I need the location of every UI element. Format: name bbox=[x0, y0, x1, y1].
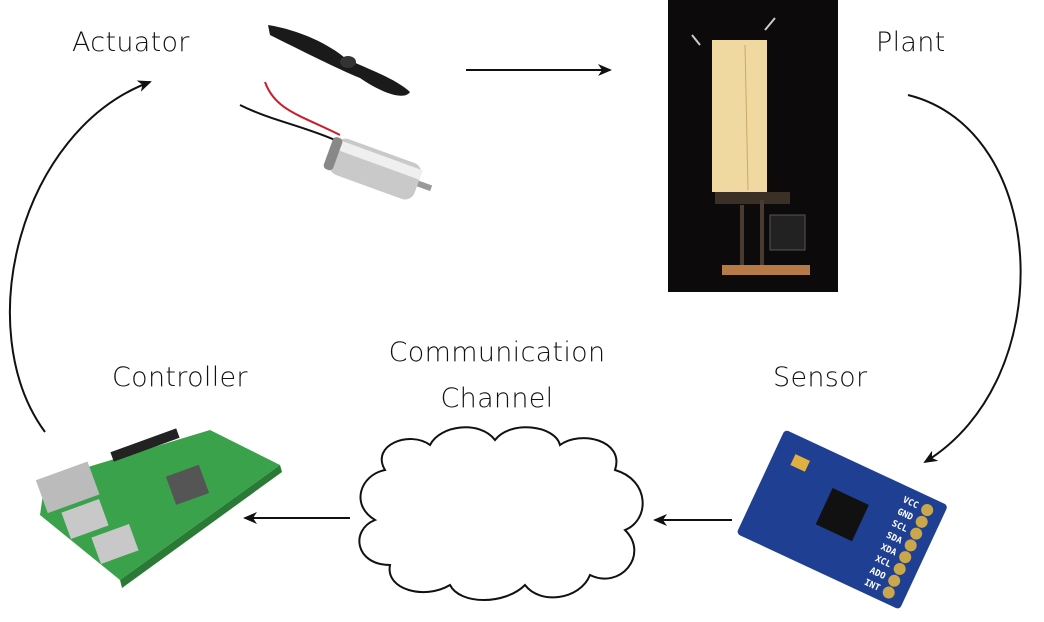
plant-label: Plant bbox=[876, 27, 946, 58]
arrow-plant-to-sensor bbox=[907, 94, 1022, 464]
plant-image bbox=[668, 0, 838, 292]
actuator-label: Actuator bbox=[72, 27, 190, 58]
controller-image bbox=[35, 428, 282, 588]
channel-label-line1: Communication bbox=[388, 337, 606, 368]
channel-label-line2: Channel bbox=[440, 383, 554, 414]
sensor-image: VCC GND SCL SDA XDA XCL ADO INT bbox=[737, 430, 947, 609]
arrow-controller-to-actuator bbox=[8, 80, 152, 433]
sensor-label: Sensor bbox=[773, 362, 868, 393]
actuator-image bbox=[239, 25, 433, 200]
communication-channel-cloud bbox=[358, 426, 644, 601]
controller-label: Controller bbox=[112, 362, 248, 393]
